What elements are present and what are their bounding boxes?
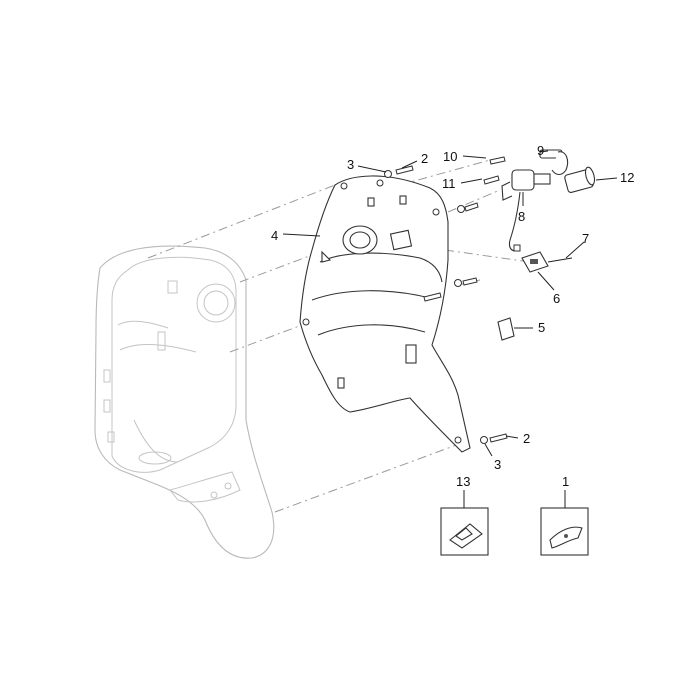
clips [497,251,573,341]
callout-9: 9 [537,143,544,158]
callout-8: 8 [518,209,525,224]
callout-3-top: 3 [347,157,354,172]
lock-assembly [501,149,596,252]
callout-5: 5 [538,320,545,335]
callout-3-bottom: 3 [494,457,501,472]
callout-1: 1 [562,474,569,489]
callout-2-bottom: 2 [523,431,530,446]
callout-6: 6 [553,291,560,306]
callout-4: 4 [271,228,278,243]
callout-2-top: 2 [421,151,428,166]
callouts: 1 2 2 3 3 4 5 6 7 8 9 10 11 12 13 [271,143,634,489]
fasteners [384,156,508,444]
front-body-ghost [94,245,275,559]
kit-box-13 [440,507,489,556]
leader-lines [282,150,618,508]
kit-box-1 [540,507,589,556]
callout-12: 12 [620,170,634,185]
callout-7: 7 [582,231,589,246]
callout-13: 13 [456,474,470,489]
callout-11: 11 [442,176,456,191]
assembly-lines [147,159,531,513]
inner-leg-shield [299,175,471,453]
callout-10: 10 [443,149,457,164]
